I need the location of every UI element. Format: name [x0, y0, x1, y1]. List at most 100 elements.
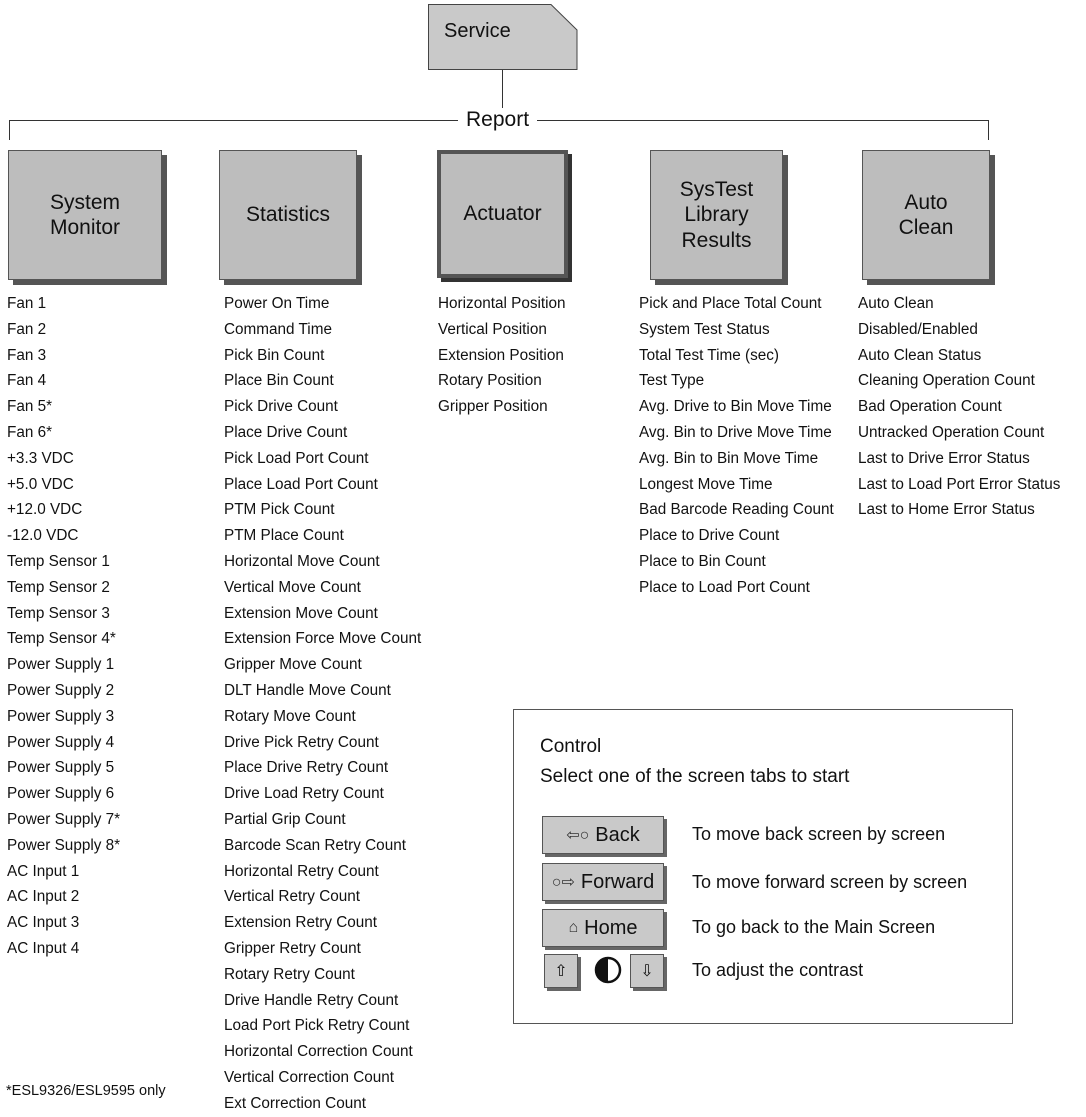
list-item: Total Test Time (sec)	[639, 346, 779, 364]
back-button-label: Back	[595, 823, 640, 846]
list-item: Power Supply 5	[7, 759, 115, 777]
list-item: +5.0 VDC	[7, 475, 74, 493]
list-item: Place to Bin Count	[639, 552, 766, 570]
list-item: Fan 1	[7, 295, 47, 312]
list-item: Longest Move Time	[639, 475, 773, 493]
list-item: Barcode Scan Retry Count	[224, 836, 406, 854]
list-item: Gripper Move Count	[224, 656, 362, 674]
list-item: Disabled/Enabled	[858, 320, 978, 338]
forward-arrow-icon: ○⇨	[551, 874, 575, 891]
list-item: Extension Move Count	[224, 604, 378, 622]
list-item: Pick and Place Total Count	[639, 295, 822, 312]
list-item: Ext Correction Count	[224, 1094, 366, 1112]
list-item: Test Type	[639, 372, 705, 390]
list-item: Vertical Retry Count	[224, 888, 361, 906]
list-item: Drive Handle Retry Count	[224, 991, 399, 1009]
list-item: Temp Sensor 2	[7, 578, 110, 596]
list-item: Vertical Correction Count	[224, 1068, 395, 1086]
list-item: Avg. Drive to Bin Move Time	[639, 398, 832, 416]
list-item: AC Input 3	[7, 914, 80, 932]
back-button[interactable]: ⇦○ Back	[542, 816, 664, 854]
list-item: DLT Handle Move Count	[224, 681, 391, 699]
list-item: Partial Grip Count	[224, 810, 346, 828]
list-item: Command Time	[224, 320, 332, 338]
list-item: Bad Operation Count	[858, 398, 1002, 416]
contrast-up-button[interactable]: ⇧	[544, 954, 578, 988]
forward-button-label: Forward	[580, 870, 655, 893]
list-item: Power Supply 8*	[7, 836, 121, 854]
list-item: Last to Drive Error Status	[858, 449, 1030, 467]
list-item: Fan 5*	[7, 398, 53, 416]
list-item: Fan 6*	[7, 423, 53, 441]
list-item: Pick Bin Count	[224, 346, 325, 364]
list-item: Vertical Move Count	[224, 578, 361, 596]
list-item: Power Supply 4	[7, 733, 115, 751]
home-button-label: Home	[584, 916, 638, 939]
list-item: Horizontal Correction Count	[224, 1043, 413, 1061]
tab-auto-clean[interactable]: Auto Clean	[862, 150, 990, 280]
list-item: Gripper Position	[438, 398, 548, 416]
control-title: Control	[540, 736, 602, 757]
list-item: Extension Force Move Count	[224, 630, 422, 648]
list-item: PTM Place Count	[224, 527, 344, 545]
list-item: Horizontal Move Count	[224, 552, 380, 570]
list-item: Temp Sensor 3	[7, 604, 110, 622]
contrast-down-button[interactable]: ⇩	[630, 954, 664, 988]
service-label: Service	[444, 20, 511, 42]
list-item: Fan 3	[7, 346, 47, 364]
home-icon: ⌂	[568, 919, 579, 936]
report-right-drop	[988, 120, 989, 140]
list-item: Place to Drive Count	[639, 527, 780, 545]
tab-systest-library-results[interactable]: SysTest Library Results	[650, 150, 783, 280]
list-item: Power Supply 2	[7, 681, 115, 699]
control-panel: Control Select one of the screen tabs to…	[513, 709, 1013, 1024]
list-item: AC Input 1	[7, 862, 80, 880]
forward-description: To move forward screen by screen	[692, 872, 968, 892]
control-subtitle: Select one of the screen tabs to start	[540, 766, 850, 787]
list-item: Gripper Retry Count	[224, 939, 361, 957]
list-item: Power On Time	[224, 295, 330, 312]
up-arrow-icon: ⇧	[554, 963, 568, 980]
list-item: Last to Load Port Error Status	[858, 475, 1061, 493]
list-item: Untracked Operation Count	[858, 423, 1045, 441]
footnote: *ESL9326/ESL9595 only	[6, 1083, 166, 1099]
back-arrow-icon: ⇦○	[566, 827, 590, 844]
list-item: Place Bin Count	[224, 372, 334, 390]
tab-statistics[interactable]: Statistics	[219, 150, 357, 280]
list-item: Auto Clean	[858, 295, 934, 312]
back-description: To move back screen by screen	[692, 824, 946, 844]
tab-system-monitor[interactable]: System Monitor	[8, 150, 162, 280]
list-item: Place Load Port Count	[224, 475, 378, 493]
list-item: Extension Position	[438, 346, 564, 364]
forward-button[interactable]: ○⇨ Forward	[542, 863, 664, 901]
list-item: +12.0 VDC	[7, 501, 83, 519]
home-description: To go back to the Main Screen	[692, 917, 936, 937]
down-arrow-icon: ⇩	[640, 963, 654, 980]
list-item: Cleaning Operation Count	[858, 372, 1035, 390]
list-item: Power Supply 3	[7, 707, 115, 725]
list-item: Place Drive Retry Count	[224, 759, 389, 777]
tab-actuator[interactable]: Actuator	[437, 150, 568, 278]
list-item: Last to Home Error Status	[858, 501, 1035, 519]
list-item: Drive Pick Retry Count	[224, 733, 379, 751]
list-item: Power Supply 1	[7, 656, 115, 674]
list-item: Place Drive Count	[224, 423, 348, 441]
service-connector	[502, 70, 503, 120]
list-item: Load Port Pick Retry Count	[224, 1017, 410, 1035]
service-tab[interactable]: Service	[428, 4, 578, 70]
home-button[interactable]: ⌂ Home	[542, 909, 664, 947]
list-item: Avg. Bin to Bin Move Time	[639, 449, 819, 467]
list-item: Place to Load Port Count	[639, 578, 810, 596]
list-item: Power Supply 7*	[7, 810, 121, 828]
list-item: Temp Sensor 4*	[7, 630, 116, 648]
list-item: Extension Retry Count	[224, 914, 378, 932]
list-item: Rotary Move Count	[224, 707, 356, 725]
list-item: Avg. Bin to Drive Move Time	[639, 423, 832, 441]
report-label: Report	[458, 108, 538, 132]
list-item: Rotary Position	[438, 372, 542, 390]
list-item: Rotary Retry Count	[224, 965, 355, 983]
list-item: Auto Clean Status	[858, 346, 982, 364]
